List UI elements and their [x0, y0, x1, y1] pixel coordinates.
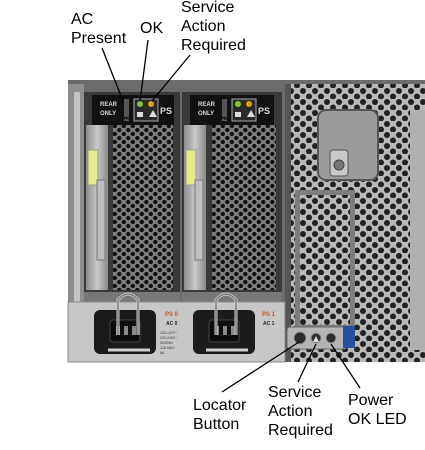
ps1-ok-led	[235, 101, 241, 107]
svg-text:50/60Hz: 50/60Hz	[160, 341, 173, 345]
svg-text:AC: AC	[124, 117, 130, 122]
ps1-vent-grid	[212, 125, 276, 290]
ps0-release-latch	[87, 149, 99, 186]
svg-text:AC 1: AC 1	[263, 321, 275, 327]
callout-ok: OK	[140, 20, 164, 37]
svg-text:AC 0: AC 0	[166, 321, 178, 327]
locator-button-icon[interactable]	[293, 331, 307, 345]
system-panel	[285, 84, 425, 362]
svg-text:REAR: REAR	[198, 102, 216, 108]
svg-text:200-240V~: 200-240V~	[160, 336, 177, 340]
ps0-slot-label: PS 0	[165, 312, 179, 318]
ps0-service-led	[148, 101, 154, 107]
ps0-status-panel	[92, 95, 174, 125]
svg-text:ONLY: ONLY	[100, 111, 116, 117]
svg-text:12A MAX: 12A MAX	[160, 346, 175, 350]
callout-service-action-top: Service Action Required	[181, 0, 246, 54]
ps0-vent-grid	[113, 125, 173, 290]
ps1-release-latch	[185, 149, 197, 186]
ps0-ok-led	[137, 101, 143, 107]
ps1-slot-label: PS 1	[262, 312, 276, 318]
callout-service-action-bottom: Service Action Required	[268, 384, 333, 439]
svg-text:PS: PS	[258, 106, 270, 116]
power-supply-0: REAR ONLY AC PS	[84, 92, 180, 304]
ps1-service-led	[246, 101, 252, 107]
svg-text:ONLY: ONLY	[198, 111, 214, 117]
callout-locator-button: Locator Button	[193, 397, 247, 433]
system-status-indicators	[286, 326, 355, 350]
svg-text:AC: AC	[222, 117, 228, 122]
ps0-ps-tag: PS	[160, 106, 172, 116]
svg-text:100-127V~: 100-127V~	[160, 331, 177, 335]
callout-power-ok-led: Power OK LED	[348, 392, 407, 428]
ac-inlet-plate: PS 0 AC 0 100-127V~ 200-240V~ 50/60Hz 12…	[67, 301, 286, 363]
power-ok-led	[325, 332, 337, 344]
ps0-rear-only-label: REAR	[100, 102, 118, 108]
svg-text:8A: 8A	[160, 351, 165, 355]
callout-ac-present: AC Present	[71, 11, 127, 47]
leader-lines	[101, 39, 361, 393]
power-supply-1: REAR ONLY AC PS	[182, 92, 282, 304]
